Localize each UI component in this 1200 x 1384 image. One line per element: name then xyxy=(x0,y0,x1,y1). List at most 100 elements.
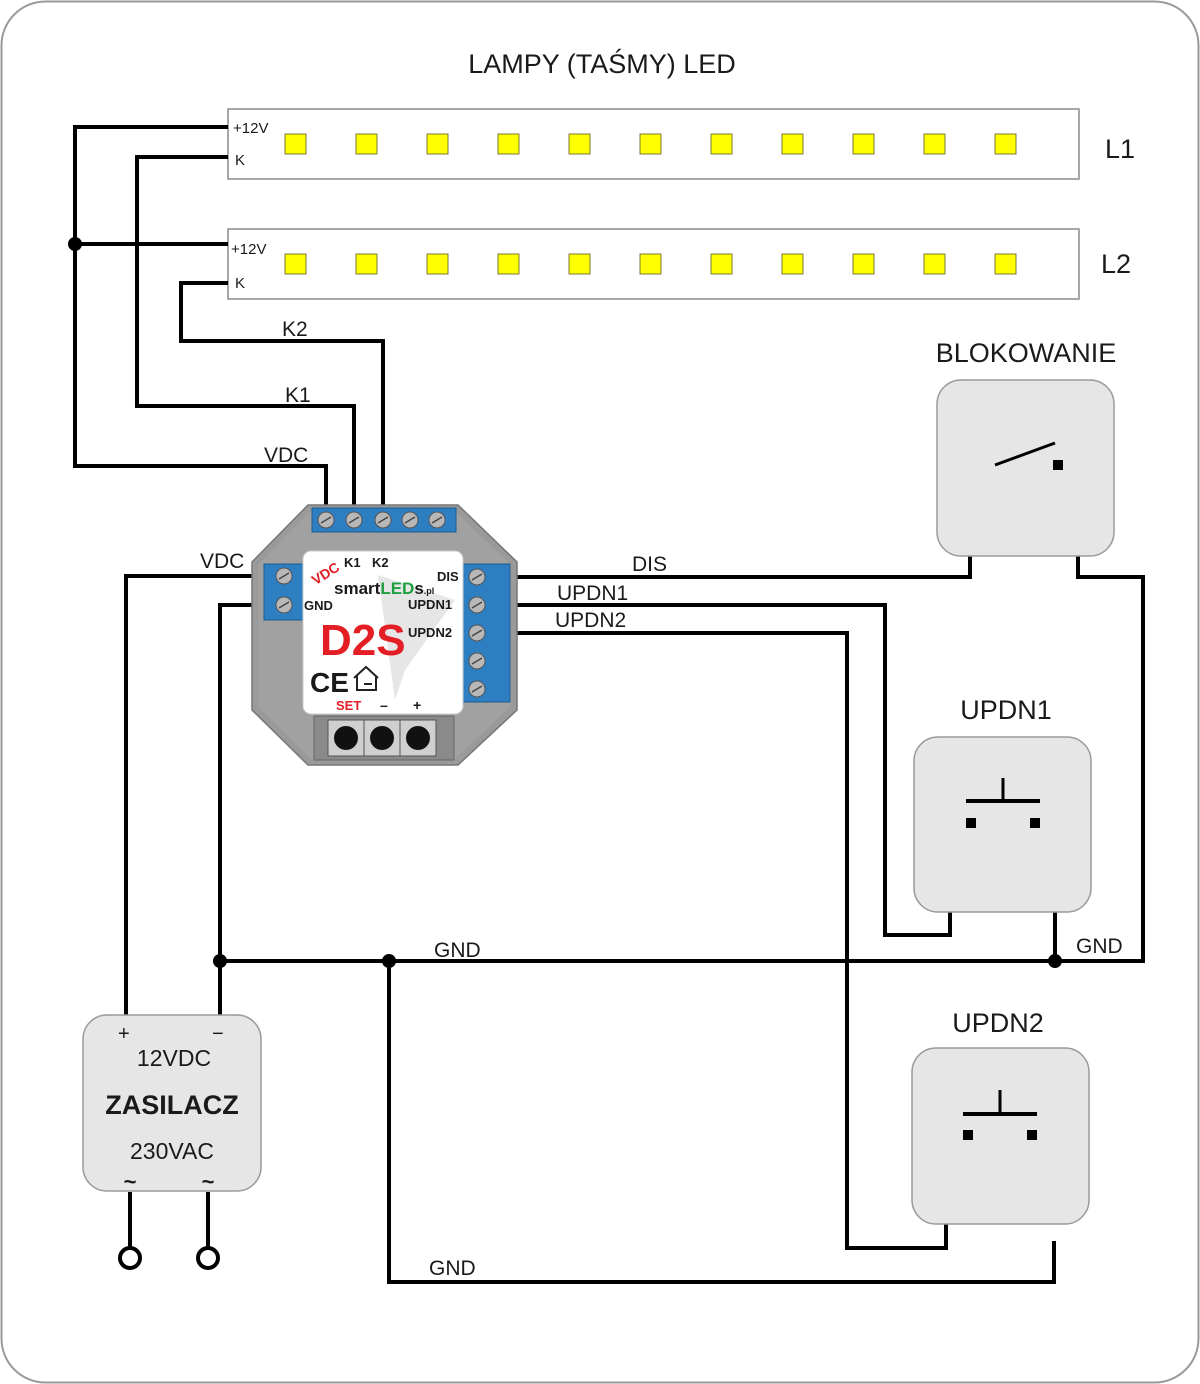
controller-d2s: VDC K1 K2 DIS GND UPDN1 UPDN2 smartLEDs.… xyxy=(251,504,518,766)
updn1-title: UPDN1 xyxy=(960,695,1052,725)
led-chip xyxy=(639,133,662,155)
blokowanie-title: BLOKOWANIE xyxy=(936,338,1117,368)
strip-l2-label: L2 xyxy=(1101,249,1131,279)
controller-dis-label: DIS xyxy=(437,569,459,584)
terminal-screw xyxy=(401,511,419,529)
wire-k1 xyxy=(135,155,356,520)
label-k1: K1 xyxy=(285,384,311,407)
updn2-title: UPDN2 xyxy=(952,1008,1044,1038)
led-chip xyxy=(710,253,733,275)
led-chip xyxy=(923,253,946,275)
diagram-title: LAMPY (TAŚMY) LED xyxy=(468,47,736,79)
terminal-screw xyxy=(468,596,486,614)
led-chip xyxy=(284,133,307,155)
led-chip xyxy=(781,133,804,155)
strip-l2-k-label: K xyxy=(235,275,245,292)
home-icon xyxy=(353,665,379,691)
controller-k2-label: K2 xyxy=(372,555,389,570)
led-strip-l1: +12V K L1 xyxy=(227,108,1135,180)
strip-l2-leds xyxy=(284,253,1017,275)
label-vdc-top: VDC xyxy=(264,444,308,467)
led-chip xyxy=(426,253,449,275)
led-chip xyxy=(852,253,875,275)
psu-ac2-symbol: ~ xyxy=(202,1169,215,1194)
ac-terminal-1 xyxy=(118,1246,142,1270)
junction-dot xyxy=(68,237,82,251)
strip-l1-plus-label: +12V xyxy=(233,120,268,137)
controller-updn2-label: UPDN2 xyxy=(408,625,452,640)
terminal-screw xyxy=(468,652,486,670)
ac-terminal-2 xyxy=(196,1246,220,1270)
plus-label: + xyxy=(413,697,421,713)
led-chip xyxy=(994,253,1017,275)
led-chip xyxy=(781,253,804,275)
psu-name: ZASILACZ xyxy=(105,1090,238,1120)
terminal-screw xyxy=(468,680,486,698)
led-chip xyxy=(568,253,591,275)
ce-mark: CE xyxy=(310,667,349,698)
psu-ac1-symbol: ~ xyxy=(124,1169,137,1194)
led-chip xyxy=(497,133,520,155)
power-supply: + − 12VDC ZASILACZ 230VAC ~ ~ xyxy=(82,1014,262,1194)
led-chip xyxy=(355,253,378,275)
led-chip xyxy=(639,253,662,275)
led-chip xyxy=(568,133,591,155)
led-chip xyxy=(284,253,307,275)
wire-k2 xyxy=(179,281,385,520)
led-chip xyxy=(710,133,733,155)
plus-button[interactable] xyxy=(399,719,437,757)
left-screws xyxy=(275,567,293,614)
led-strip-l2: +12V K L2 xyxy=(227,228,1131,300)
top-screws xyxy=(317,511,446,529)
wire-gnd-updn2 xyxy=(387,961,1056,1284)
minus-button[interactable] xyxy=(363,719,401,757)
label-dis: DIS xyxy=(632,553,667,576)
strip-l1-label: L1 xyxy=(1105,134,1135,164)
label-gnd-mid: GND xyxy=(434,939,481,962)
switch-updn2: UPDN2 xyxy=(911,1008,1090,1225)
terminal-screw xyxy=(374,511,392,529)
terminal-screw xyxy=(275,596,293,614)
controller-brand: smartLEDs.pl xyxy=(334,579,434,598)
controller-k1-label: K1 xyxy=(344,555,361,570)
label-gnd-bottom: GND xyxy=(429,1257,476,1280)
terminal-screw xyxy=(345,511,363,529)
junction-dot xyxy=(1048,954,1062,968)
strip-l1-k-label: K xyxy=(235,152,245,169)
set-label: SET xyxy=(336,698,361,713)
psu-plus-label: + xyxy=(118,1023,130,1045)
label-gnd-right: GND xyxy=(1076,935,1123,958)
minus-label: – xyxy=(380,697,388,713)
terminal-screw xyxy=(317,511,335,529)
controller-model: D2S xyxy=(320,616,406,665)
strip-l1-leds xyxy=(284,133,1017,155)
switch-updn1: UPDN1 xyxy=(913,695,1092,913)
psu-minus-label: − xyxy=(212,1023,224,1045)
label-vdc-left: VDC xyxy=(200,550,244,573)
psu-output-label: 12VDC xyxy=(137,1045,211,1071)
psu-input-label: 230VAC xyxy=(130,1138,214,1164)
right-screws xyxy=(468,568,486,698)
set-button[interactable] xyxy=(327,719,365,757)
label-k2: K2 xyxy=(282,318,308,341)
led-chip xyxy=(426,133,449,155)
switch-blokowanie: BLOKOWANIE xyxy=(936,338,1117,557)
terminal-screw xyxy=(428,511,446,529)
led-chip xyxy=(923,133,946,155)
led-chip xyxy=(994,133,1017,155)
wire-vdc-strips xyxy=(73,125,328,520)
wire-psu-plus-vdc xyxy=(124,574,280,1016)
terminal-screw xyxy=(275,567,293,585)
controller-updn1-label: UPDN1 xyxy=(408,597,452,612)
led-chip xyxy=(355,133,378,155)
led-chip xyxy=(497,253,520,275)
terminal-screw xyxy=(468,568,486,586)
led-chip xyxy=(852,133,875,155)
junction-dot xyxy=(213,954,227,968)
controller-gnd-label: GND xyxy=(304,598,333,613)
strip-l2-plus-label: +12V xyxy=(231,241,266,258)
label-updn1: UPDN1 xyxy=(557,582,628,605)
terminal-screw xyxy=(468,624,486,642)
